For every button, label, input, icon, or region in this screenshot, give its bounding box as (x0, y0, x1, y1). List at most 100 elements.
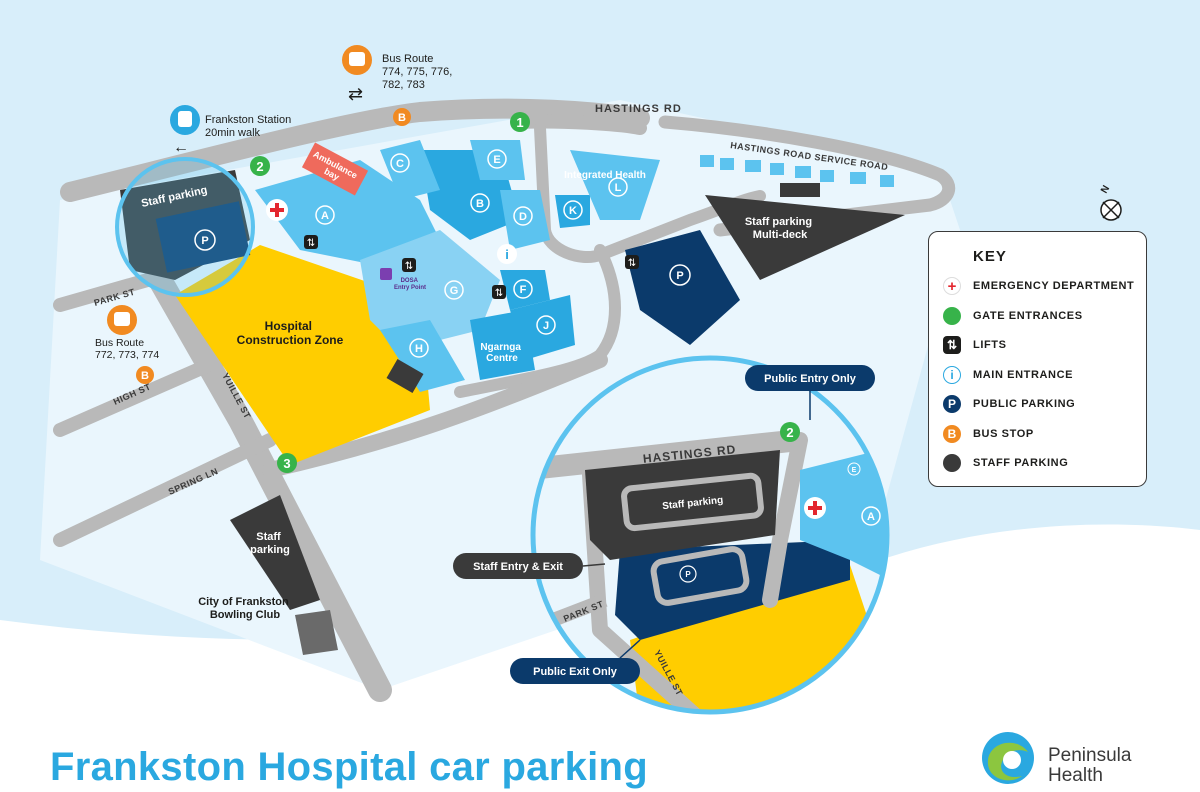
building-marker-h: H (409, 338, 429, 358)
callout-staff-entry-exit: Staff Entry & Exit (453, 553, 606, 579)
building-marker-b: B (470, 193, 490, 213)
svg-text:2: 2 (256, 159, 263, 174)
integrated-health-label: Integrated Health (564, 170, 646, 181)
building-marker-l: L (608, 177, 628, 197)
building-g (360, 230, 500, 350)
svg-text:E: E (852, 467, 857, 474)
key-label: EMERGENCY DEPARTMENT (973, 280, 1135, 292)
building-marker-f: F (513, 279, 533, 299)
staff-parking-south-label: Staff parking (250, 531, 290, 556)
svg-text:A: A (321, 210, 329, 222)
building-f (500, 270, 550, 310)
svg-text:⇅: ⇅ (628, 258, 636, 269)
svg-text:⇅: ⇅ (405, 261, 413, 272)
info-icon: i (497, 244, 517, 264)
svg-text:B: B (398, 112, 406, 124)
building-marker-c: C (390, 153, 410, 173)
ambulance-bay (301, 142, 369, 196)
highlight-circle-nw (115, 157, 255, 297)
gate-marker-2: 2 (250, 156, 270, 176)
building-marker-j: J (536, 315, 556, 335)
lift-icon: ⇅ (943, 336, 961, 354)
staff-parking-multideck (705, 195, 905, 280)
bus-icon-north (342, 45, 372, 75)
small-structure (386, 358, 424, 394)
svg-text:H: H (415, 343, 423, 355)
svg-text:i: i (505, 247, 509, 262)
brand-name: Peninsula Health (1048, 745, 1132, 786)
svg-text:B: B (141, 370, 149, 382)
train-icon (170, 105, 200, 135)
parking-icon-east (669, 264, 691, 286)
bus-route-west-text: Bus Route 772, 773, 774 (95, 337, 159, 361)
service-road-houses (700, 155, 894, 187)
svg-text:Public Exit Only: Public Exit Only (533, 666, 618, 678)
lift-icon-3: ⇅ (492, 285, 506, 299)
inset-staff-loop (621, 472, 764, 532)
svg-text:D: D (519, 211, 527, 223)
construction-zone (175, 245, 430, 465)
svg-text:A: A (867, 511, 875, 523)
key-label: BUS STOP (973, 427, 1034, 440)
peninsula-health-logo-icon (982, 732, 1034, 784)
svg-text:J: J (543, 320, 549, 332)
key-label: STAFF PARKING (973, 457, 1069, 469)
hastings-rd-east (513, 114, 647, 135)
building-d (500, 190, 550, 250)
bowling-club-label: City of Frankston Bowling Club (198, 596, 292, 621)
parking-icon-nw (194, 229, 216, 251)
svg-text:G: G (450, 285, 459, 297)
multideck-label: Staff parking Multi-deck (745, 216, 815, 241)
key-label: LIFTS (973, 339, 1007, 351)
gate-marker-1: 1 (510, 112, 530, 132)
building-e (470, 140, 525, 180)
public-parking-nw (155, 201, 251, 273)
parking-icon: P (943, 395, 961, 413)
svg-text:2: 2 (786, 425, 793, 440)
hastings-rd-label: HASTINGS RD (595, 103, 682, 115)
key-label: MAIN ENTRANCE (973, 368, 1074, 381)
hospital-buildings (255, 140, 660, 394)
bus-stop-north: B (393, 108, 411, 126)
bidirectional-arrow-icon: ⇄ (348, 84, 363, 104)
inset-gate-marker: 2 (780, 422, 800, 442)
svg-text:N: N (1099, 184, 1112, 196)
svg-text:Staff Entry & Exit: Staff Entry & Exit (473, 561, 563, 573)
key-row-info: i MAIN ENTRANCE (943, 365, 1073, 385)
bowling-club (295, 610, 338, 655)
construction-label: Hospital Construction Zone (237, 319, 344, 347)
multideck-roof (780, 183, 820, 197)
southern-road (262, 352, 608, 478)
key-row-emergency-cross: +EMERGENCY DEPARTMENT (943, 276, 1134, 296)
key-row-lift: ⇅ LIFTS (943, 335, 1007, 355)
building-marker-a: A (315, 205, 335, 225)
key-label: GATE ENTRANCES (973, 309, 1083, 322)
brand-logo: Peninsula Health (978, 730, 1158, 786)
staff-parking-icon (943, 454, 961, 472)
building-marker-k: K (563, 200, 583, 220)
building-marker-g: G (444, 280, 464, 300)
svg-text:1: 1 (516, 115, 523, 130)
inset-road-hastings (538, 429, 802, 479)
ngarnga-label: Ngarnga Centre (480, 342, 523, 364)
train-text: Frankston Station 20min walk (205, 114, 294, 139)
lift-icon-1: ⇅ (304, 235, 318, 249)
emergency-cross-icon (266, 199, 288, 221)
inset-emergency-icon (804, 497, 826, 519)
page-title: Frankston Hospital car parking (50, 745, 649, 789)
high-st (53, 353, 227, 437)
park-st (53, 268, 172, 312)
building-k (555, 195, 590, 228)
inset-parking-letter: P (685, 570, 691, 579)
gate-marker-3: 3 (277, 453, 297, 473)
svg-text:F: F (520, 284, 527, 296)
dosa-label: DOSA Entry Point (394, 278, 426, 291)
inset-hospital-building (800, 450, 885, 585)
inset-building-a-marker: A (861, 506, 881, 526)
info-icon: i (943, 365, 961, 384)
